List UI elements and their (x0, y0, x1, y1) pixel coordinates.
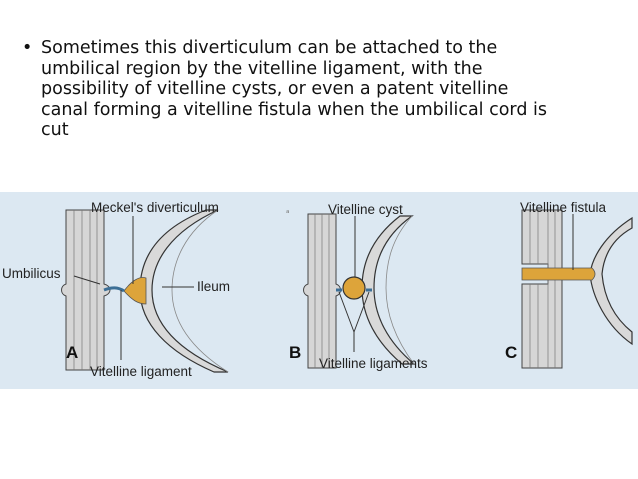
panel-a: Meckel's diverticulum Umbilicus Ileum Vi… (2, 200, 230, 379)
label-vitelline-cyst: Vitelline cyst (328, 202, 403, 217)
ileum-loop (139, 209, 229, 373)
abdominal-wall (61, 209, 111, 371)
bullet-text: Sometimes this diverticulum can be attac… (41, 38, 547, 140)
panel-c: Vitelline fistula C (505, 200, 633, 369)
panel-letter-c: C (505, 343, 517, 362)
vitelline-fistula (521, 267, 596, 281)
label-umbilicus: Umbilicus (2, 266, 61, 281)
panel-letter-b: B (289, 343, 301, 362)
vitelline-ligament (103, 286, 125, 293)
bullet-item: • Sometimes this diverticulum can be att… (22, 38, 622, 141)
panel-b: Vitelline cyst Vitelline ligaments B ᵃ (286, 202, 428, 371)
label-ileum: Ileum (197, 279, 230, 294)
figure-svg: Meckel's diverticulum Umbilicus Ileum Vi… (0, 192, 638, 389)
abdominal-wall (303, 213, 341, 369)
abdominal-wall (521, 209, 563, 369)
label-vitelline-ligament: Vitelline ligament (90, 364, 192, 379)
embryology-figure: Meckel's diverticulum Umbilicus Ileum Vi… (0, 192, 638, 389)
ileum-loop (589, 216, 633, 346)
label-vitelline-fistula: Vitelline fistula (520, 200, 607, 215)
label-vitelline-ligaments: Vitelline ligaments (319, 356, 428, 371)
vitelline-cyst (342, 276, 366, 300)
mark: ᵃ (286, 209, 290, 219)
ileum-loop (361, 215, 416, 365)
bullet-symbol: • (22, 38, 33, 58)
meckels-diverticulum (123, 277, 147, 305)
label-meckels-diverticulum: Meckel's diverticulum (91, 200, 219, 215)
panel-letter-a: A (66, 343, 78, 362)
